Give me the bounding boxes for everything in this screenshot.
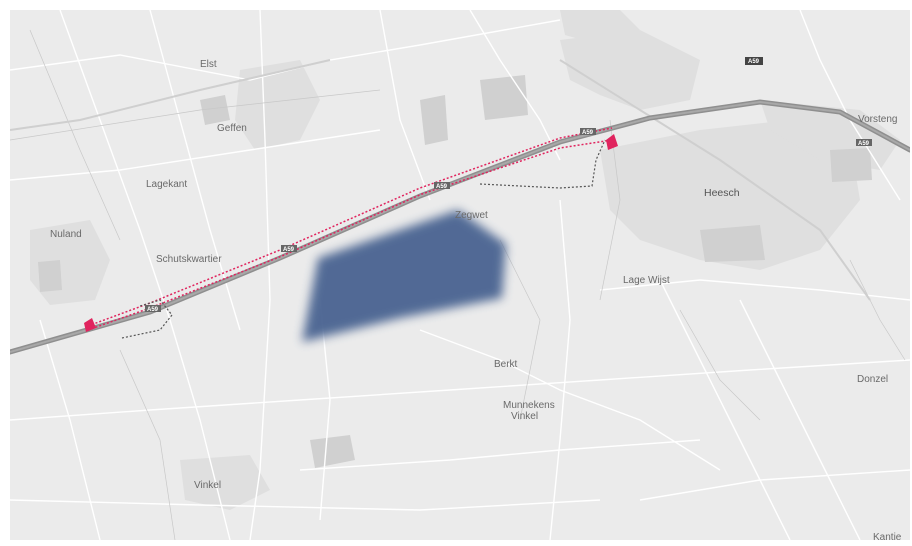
svg-text:A59: A59 <box>283 247 295 253</box>
shield-a59: A59 <box>434 182 450 190</box>
place-lage-wijst: Lage Wijst <box>623 275 670 286</box>
place-zegwet: Zegwet <box>455 210 488 221</box>
secondary-road <box>10 59 331 131</box>
place-schutskwartier: Schutskwartier <box>156 254 222 265</box>
route-start-marker[interactable] <box>84 318 96 332</box>
shield-a59: A59 <box>281 245 297 253</box>
secondary-road-east <box>559 59 871 301</box>
minor-roads <box>10 10 910 540</box>
place-vorstengrafdonk: Vorsteng <box>858 114 897 125</box>
route-line <box>87 127 613 331</box>
svg-text:A59: A59 <box>436 184 448 190</box>
place-labels: Elst Geffen Lagekant Nuland Schutskwarti… <box>50 59 902 543</box>
place-geffen: Geffen <box>217 123 247 134</box>
place-lagekant: Lagekant <box>146 179 187 190</box>
svg-text:A59: A59 <box>858 141 870 147</box>
place-vinkel: Vinkel <box>194 480 221 491</box>
shield-a59: A59 <box>580 128 596 136</box>
place-donzel: Donzel <box>857 374 888 385</box>
place-berkt: Berkt <box>494 359 518 370</box>
place-nuland: Nuland <box>50 229 82 240</box>
svg-text:A59: A59 <box>582 130 594 136</box>
project-area <box>302 210 506 342</box>
route-end-marker[interactable] <box>606 134 618 150</box>
route-detour <box>121 139 606 339</box>
highway-a59-center <box>10 100 910 353</box>
place-elst: Elst <box>200 59 217 70</box>
shield-a59: A59 <box>856 139 872 147</box>
svg-text:A59: A59 <box>147 307 159 313</box>
industrial-areas <box>38 75 872 468</box>
place-heesch: Heesch <box>704 187 740 199</box>
svg-text:A59: A59 <box>748 59 760 65</box>
place-kantje: Kantje <box>873 532 902 543</box>
tracks <box>10 29 906 540</box>
shield-a59: A59 <box>145 305 161 313</box>
shield-a59: A59 <box>745 57 763 65</box>
road-shields: A59 A59 A59 A59 A59 A59 <box>145 57 872 313</box>
